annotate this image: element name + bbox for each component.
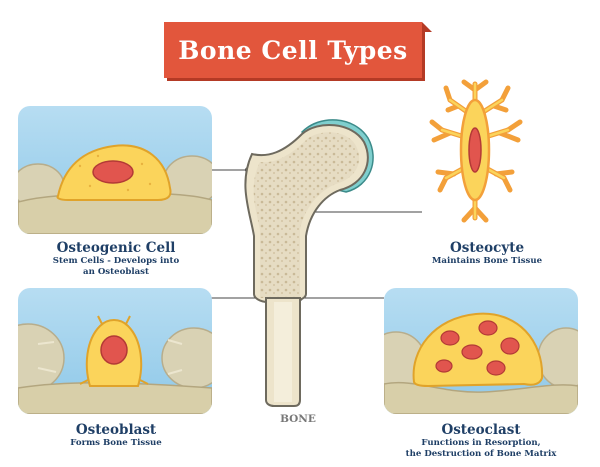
osteogenic-caption: Osteogenic Cell Stem Cells - Develops in…: [6, 240, 226, 278]
osteoclast-panel: [384, 288, 578, 414]
osteocyte-caption: Osteocyte Maintains Bone Tissue: [392, 240, 582, 267]
bone-label: BONE: [280, 413, 316, 425]
osteogenic-cell-panel: [18, 106, 212, 234]
osteocyte-desc-line-1: Maintains Bone Tissue: [431, 256, 543, 266]
osteoclast-desc-line-2: the Destruction of Bone Matrix: [405, 449, 557, 459]
osteoclast-desc-line-1: Functions in Resorption,: [421, 438, 541, 448]
osteoclast-title: Osteoclast: [441, 422, 521, 438]
osteocyte-title: Osteocyte: [449, 240, 525, 256]
femur-bone-illustration: [244, 119, 374, 407]
osteogenic-desc-line-1: Stem Cells - Develops into: [52, 256, 180, 266]
osteogenic-title: Osteogenic Cell: [56, 240, 176, 256]
osteoclast-caption: Osteoclast Functions in Resorption, the …: [366, 422, 596, 460]
osteoblast-caption: Osteoblast Forms Bone Tissue: [6, 422, 226, 449]
osteogenic-desc-line-2: an Osteoblast: [83, 267, 149, 277]
osteoblast-title: Osteoblast: [75, 422, 157, 438]
banner-fold: [422, 22, 432, 32]
osteoblast-panel: [18, 288, 212, 414]
osteocyte-illustration: [429, 79, 523, 223]
diagram-title: Bone Cell Types: [178, 35, 408, 65]
title-banner: Bone Cell Types: [164, 22, 432, 78]
osteoblast-desc-line-1: Forms Bone Tissue: [70, 438, 162, 448]
